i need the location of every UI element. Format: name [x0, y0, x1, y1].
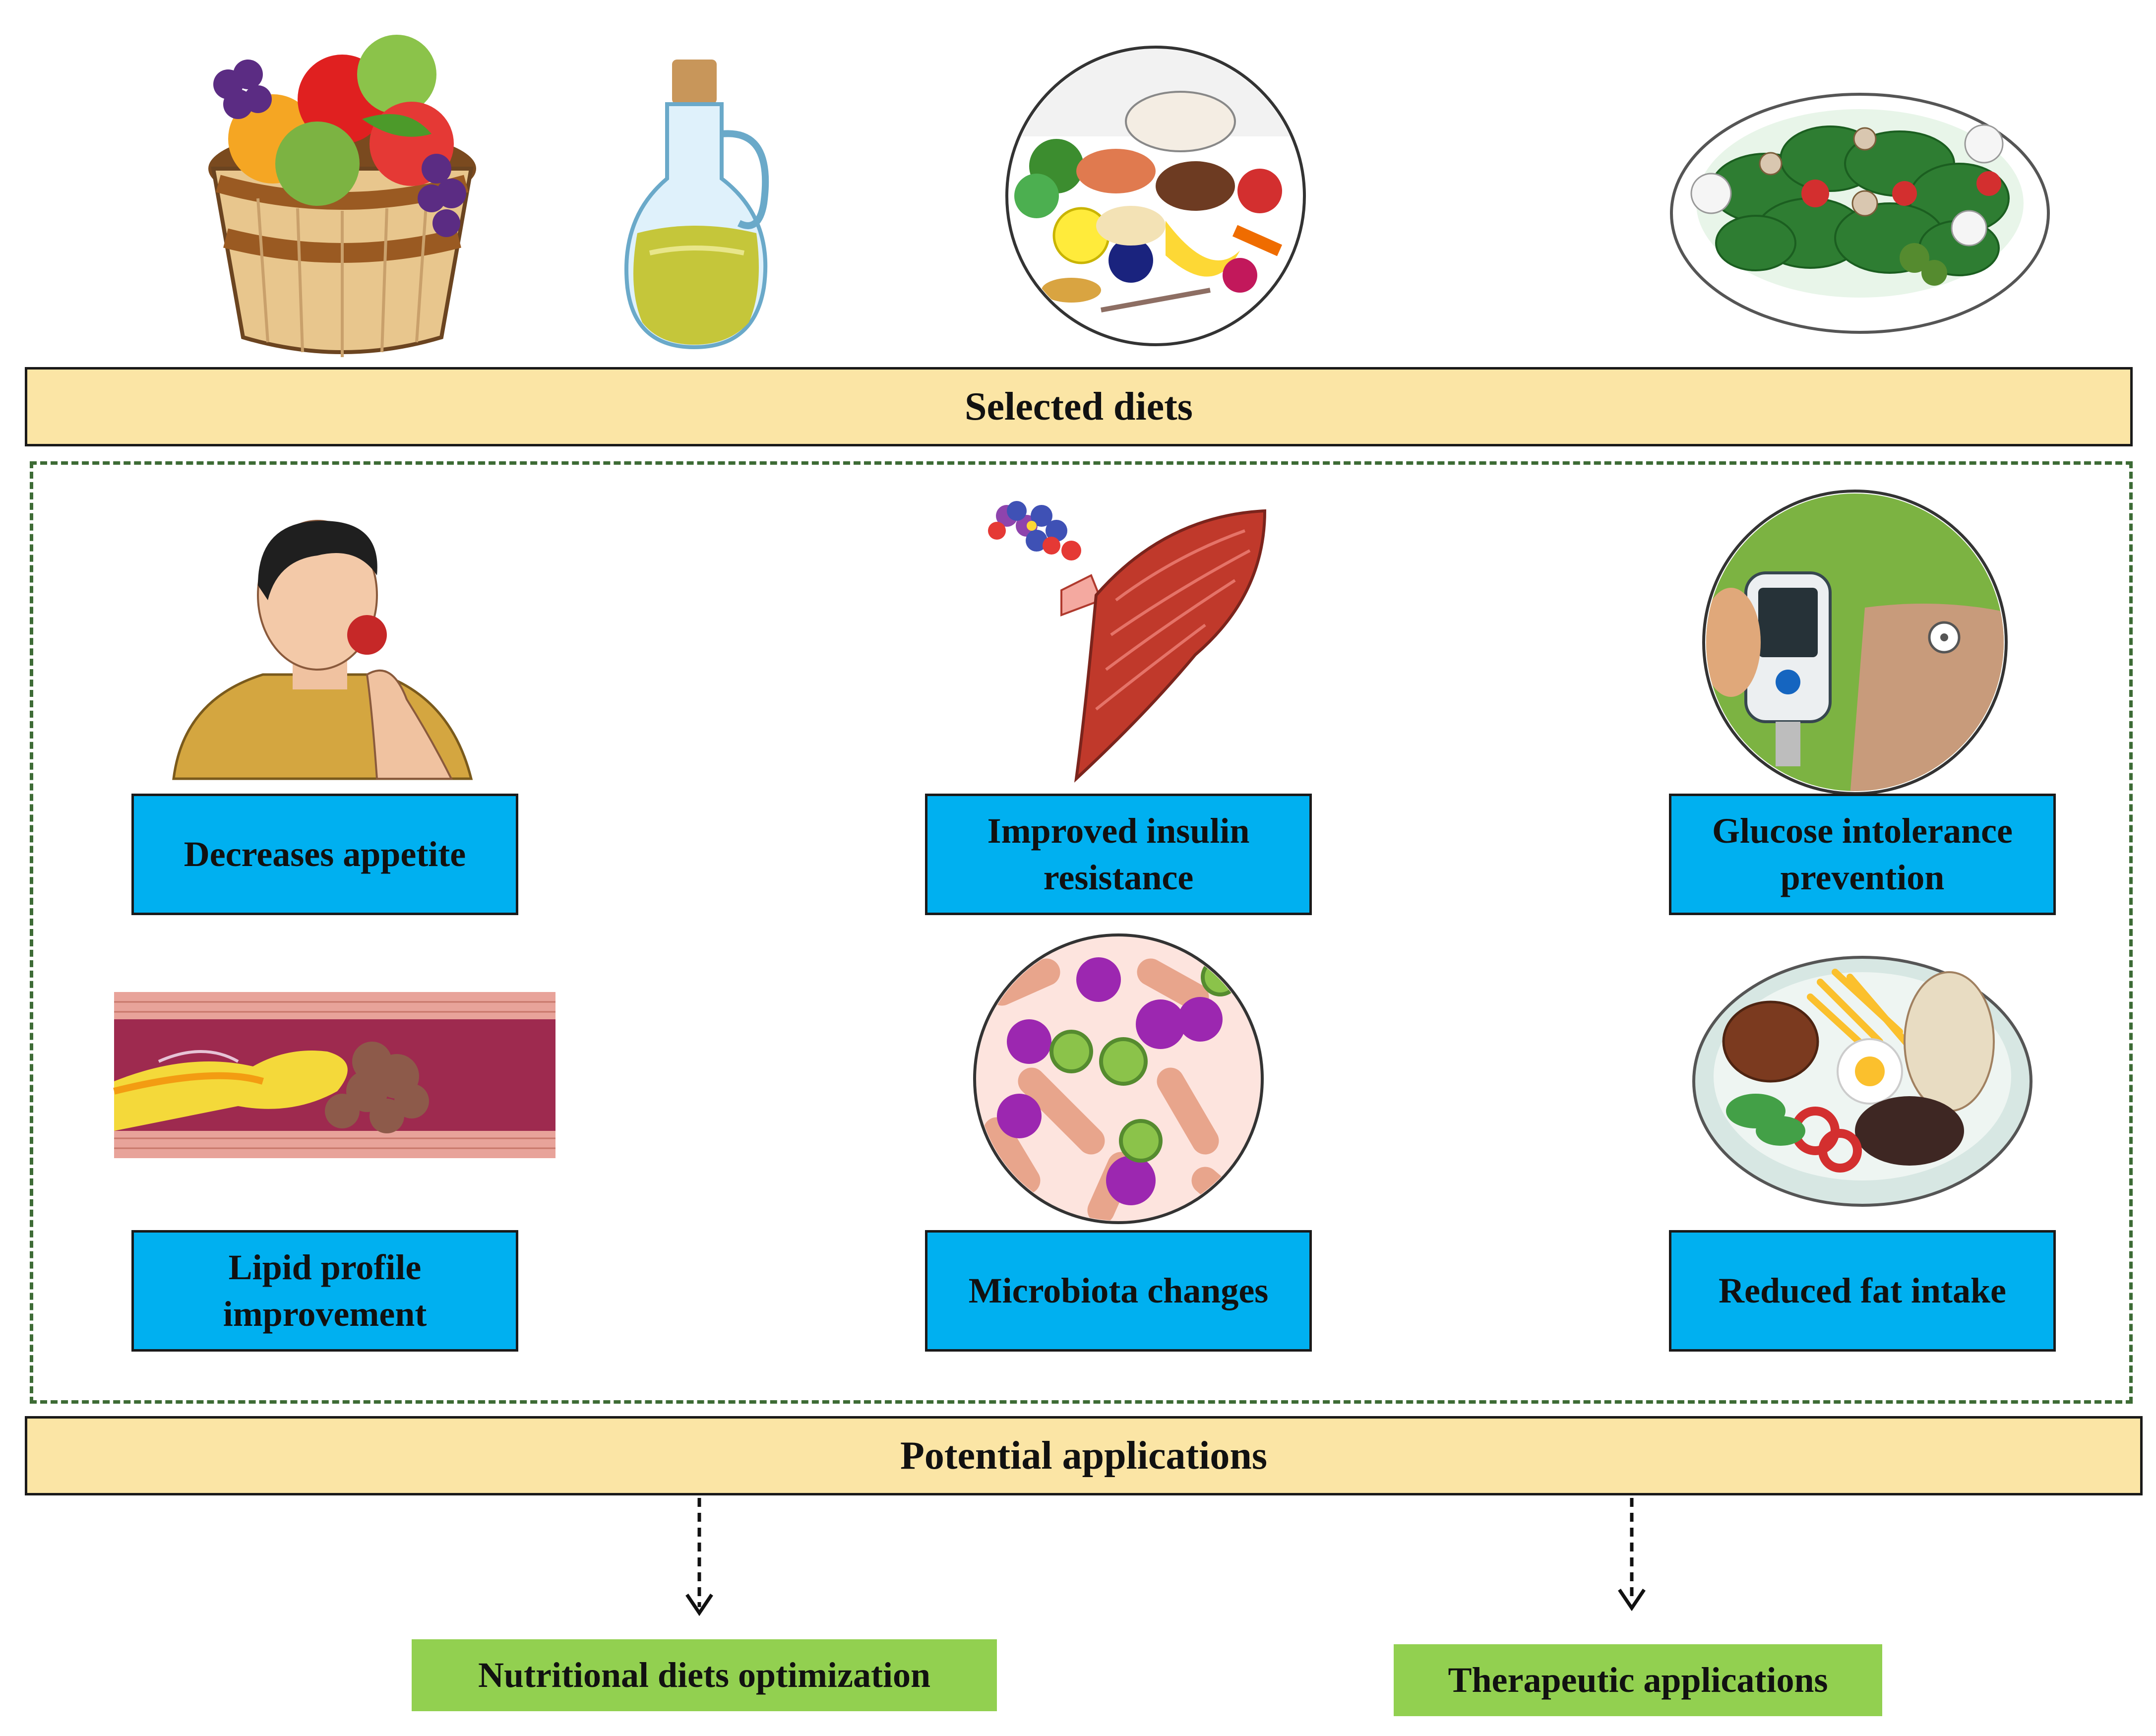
dashed-arrow-right — [1618, 1498, 1646, 1612]
potential-applications-label: Potential applications — [900, 1433, 1268, 1478]
selected-diets-label: Selected diets — [965, 384, 1193, 429]
glucose-meter-icon — [1702, 490, 2008, 795]
plate-meal-icon — [1692, 956, 2033, 1207]
olive-oil-bottle-icon — [624, 60, 769, 350]
potential-applications-band: Potential applications — [25, 1416, 2143, 1495]
muscle-insulin-icon — [988, 501, 1267, 783]
application-nutritional-diets-optimization: Nutritional diets optimization — [412, 1639, 997, 1711]
dashed-arrow-left — [685, 1498, 713, 1616]
effect-label: Reduced fat intake — [1719, 1270, 2006, 1310]
fruit-basket-icon — [208, 35, 476, 357]
salad-plate-icon — [1670, 93, 2050, 334]
effect-label: Lipid profile improvement — [223, 1247, 427, 1334]
application-label: Nutritional diets optimization — [478, 1655, 930, 1695]
effect-label: Glucose intolerance prevention — [1712, 810, 2013, 897]
effect-box-improved-insulin-resistance: Improved insulin resistance — [925, 794, 1312, 915]
effects-container — [30, 461, 2133, 1404]
artery-plaque-icon — [113, 992, 555, 1158]
effect-label: Decreases appetite — [184, 834, 466, 874]
microbiota-icon — [973, 933, 1264, 1224]
effect-box-reduced-fat-intake: Reduced fat intake — [1669, 1230, 2056, 1352]
man-eating-apple-icon — [172, 520, 473, 780]
balanced-food-plate-icon — [1005, 46, 1306, 346]
effect-label: Microbiota changes — [968, 1270, 1269, 1310]
effect-label: Improved insulin resistance — [987, 810, 1250, 897]
application-label: Therapeutic applications — [1448, 1660, 1828, 1700]
effect-box-microbiota-changes: Microbiota changes — [925, 1230, 1312, 1352]
effect-box-lipid-profile-improvement: Lipid profile improvement — [131, 1230, 518, 1352]
selected-diets-band: Selected diets — [25, 367, 2133, 446]
effect-box-decreases-appetite: Decreases appetite — [131, 794, 518, 915]
effect-box-glucose-intolerance-prevention: Glucose intolerance prevention — [1669, 794, 2056, 915]
application-therapeutic-applications: Therapeutic applications — [1394, 1644, 1882, 1716]
